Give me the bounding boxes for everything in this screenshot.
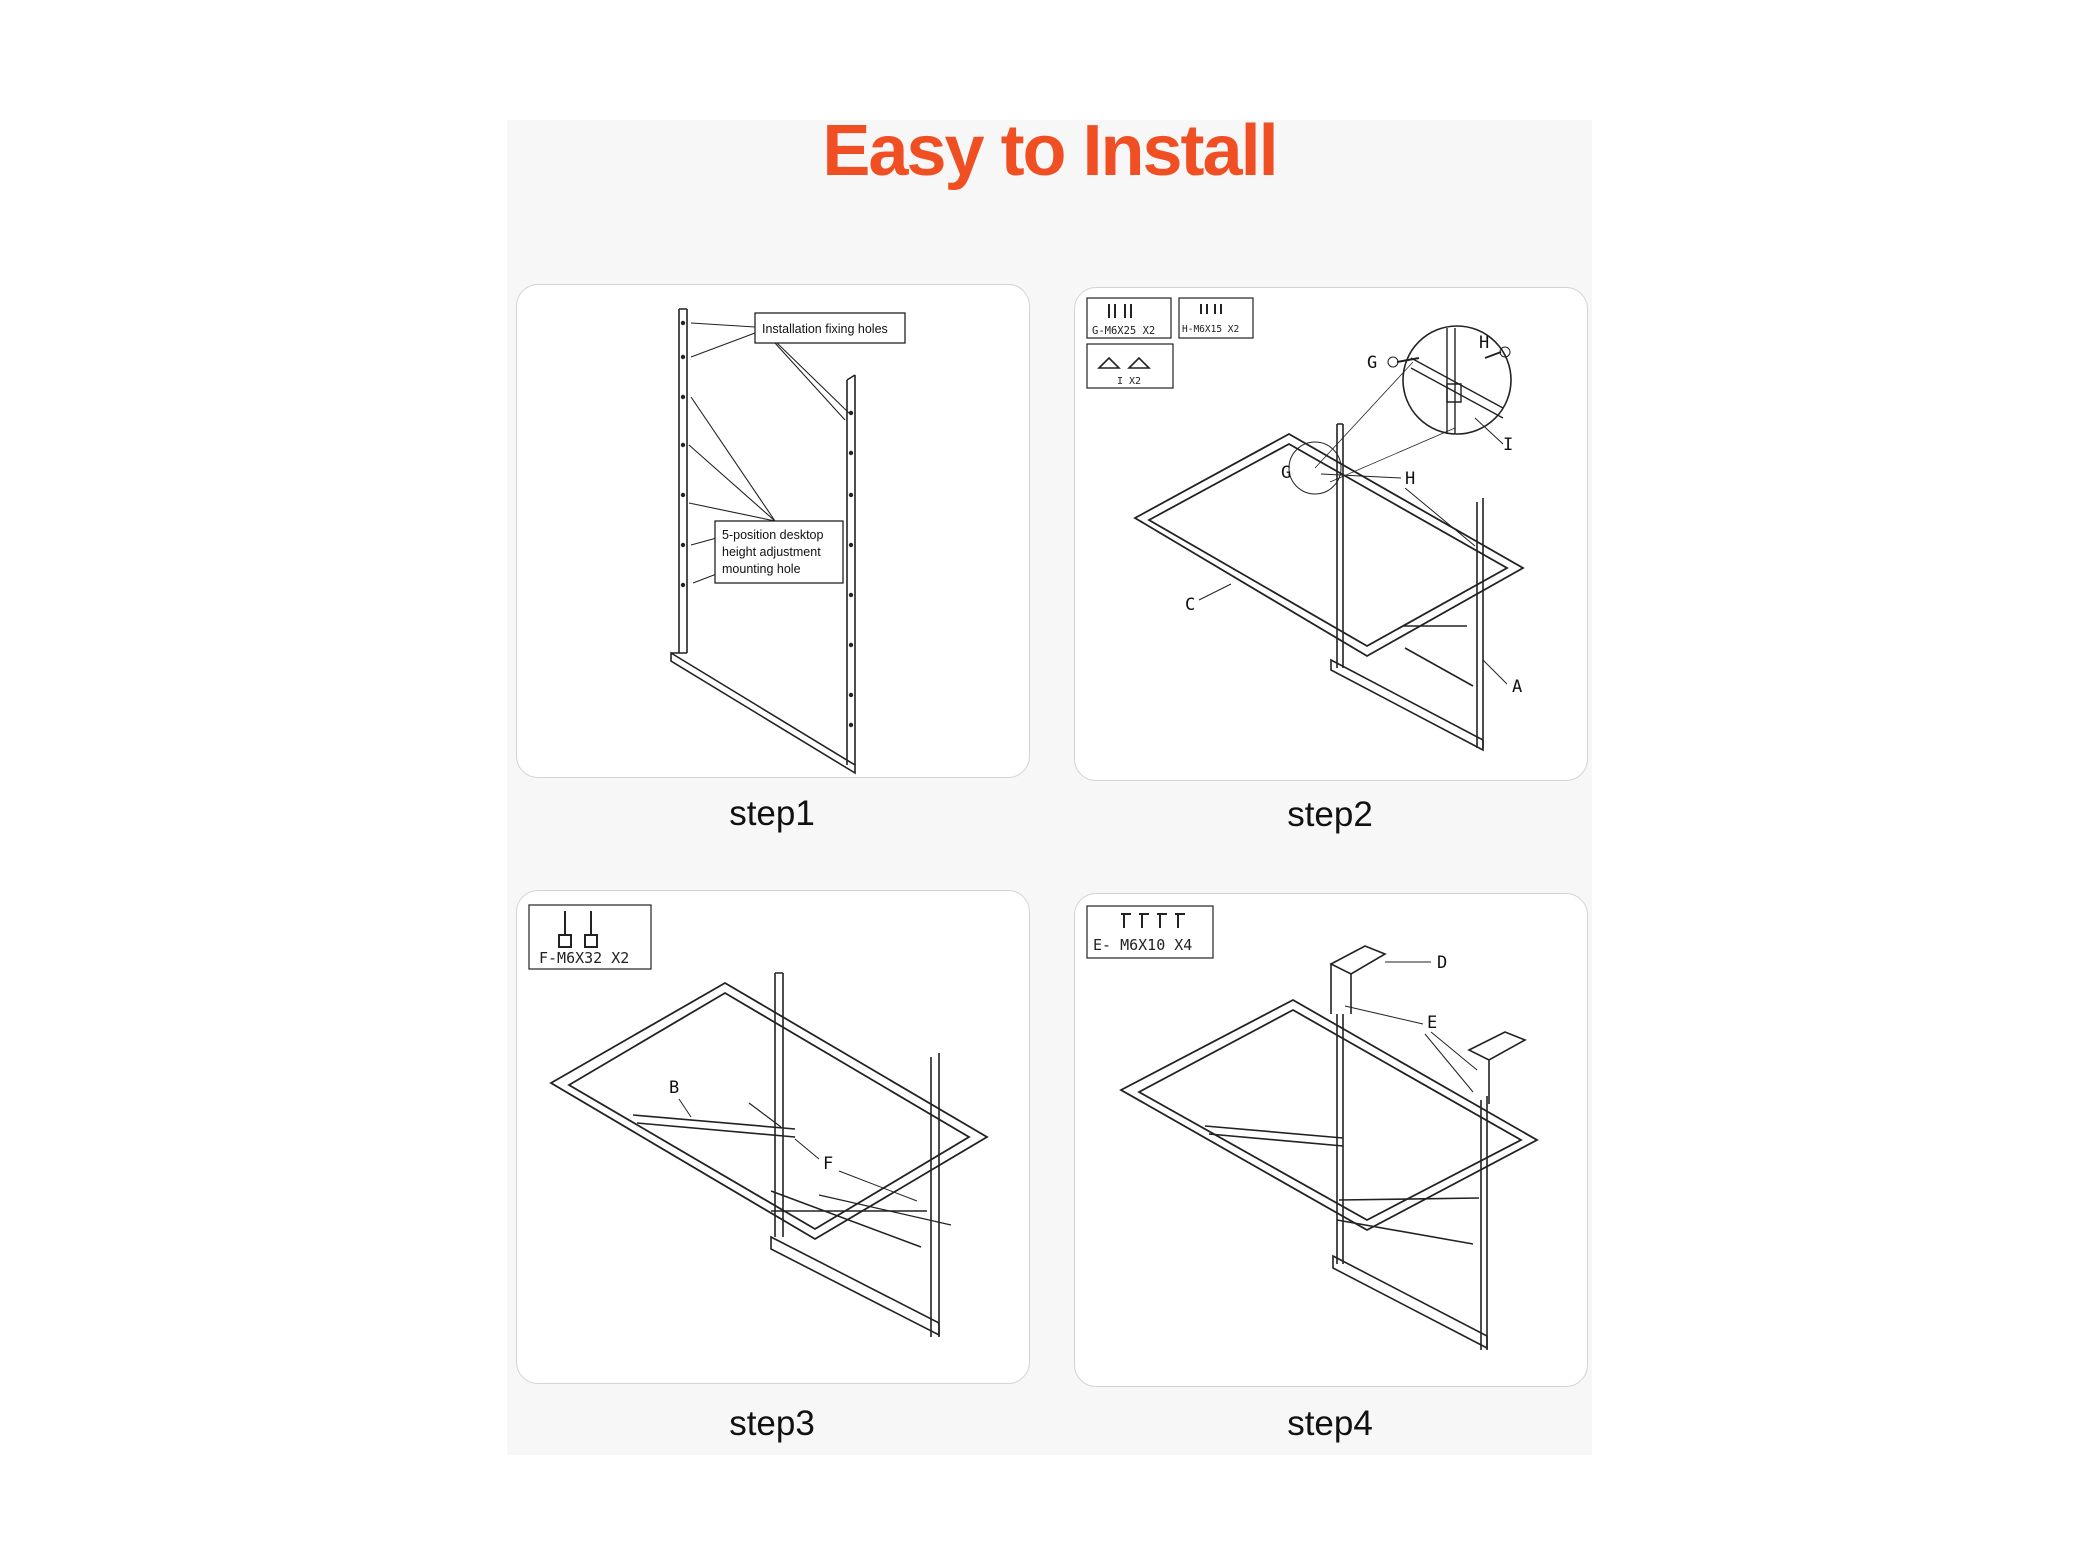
label-d: D (1437, 953, 1447, 973)
height-adjust-label-line2: height adjustment (722, 545, 821, 559)
height-adjust-label-line1: 5-position desktop (722, 528, 824, 542)
detail-g-label: G (1367, 353, 1377, 373)
label-e: E (1427, 1013, 1437, 1033)
detail-i-label: I (1503, 435, 1513, 455)
step3-diagram: F-M6X32 X2 B F (528, 904, 989, 1337)
part-f-label: F-M6X32 X2 (539, 949, 629, 967)
step4-caption: step4 (1287, 1404, 1373, 1443)
step4-diagram: E- M6X10 X4 D E (1086, 905, 1539, 1350)
label-a: A (1512, 677, 1522, 697)
fixing-holes-label: Installation fixing holes (762, 322, 888, 336)
height-adjust-label-line3: mounting hole (722, 562, 801, 576)
detail-h-label: H (1479, 333, 1489, 353)
step4-card: E- M6X10 X4 D E (1074, 893, 1588, 1387)
part-h-label: H-M6X15 X2 (1182, 324, 1239, 335)
instruction-sheet: Easy to Install (507, 111, 1592, 1455)
label-c: C (1185, 595, 1195, 615)
label-f: F (823, 1154, 833, 1174)
page-title: Easy to Install (822, 111, 1278, 191)
label-h: H (1405, 469, 1415, 489)
part-g-label: G-M6X25 X2 (1092, 325, 1155, 337)
step1-card: Installation fixing holes 5-position des… (516, 284, 1030, 778)
label-b: B (669, 1078, 679, 1098)
step3-caption: step3 (729, 1404, 815, 1443)
step2-caption: step2 (1287, 795, 1373, 834)
label-g: G (1281, 463, 1291, 483)
step2-card: G-M6X25 X2 H-M6X15 X2 I X2 G H I (1074, 287, 1588, 781)
step3-card: F-M6X32 X2 B F (516, 890, 1030, 1384)
step1-caption: step1 (729, 794, 815, 833)
step2-diagram: G-M6X25 X2 H-M6X15 X2 I X2 G H I (1086, 297, 1525, 752)
part-i-label: I X2 (1117, 376, 1141, 387)
part-e-label: E- M6X10 X4 (1093, 936, 1192, 954)
step1-diagram: Installation fixing holes 5-position des… (670, 308, 906, 775)
